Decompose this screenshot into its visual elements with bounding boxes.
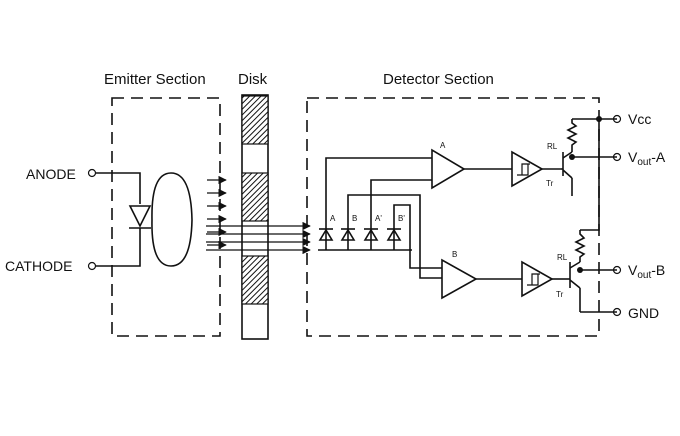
gnd-terminal [612,307,622,317]
vout-b-terminal [612,265,622,275]
amplifier-a-label: A [440,141,446,150]
resistor-rl-top: RL [547,119,578,152]
photodiode-b: B [340,214,357,250]
code-disk [241,94,269,340]
anode-label: ANODE [26,166,76,182]
vcc-terminal [612,114,622,124]
anode-wire [96,172,141,204]
transistor-top: Tr [546,151,573,196]
photodiode-a-prime: A' [363,214,382,250]
lens-icon [151,172,193,267]
photodiode-b-label: B [352,214,357,223]
amplifier-b-label: B [452,250,457,259]
detector-section-title: Detector Section [383,71,494,88]
vcc-vertical [580,119,600,231]
disk-title: Disk [238,71,268,88]
emitter-section-box [111,97,221,337]
photodiode-a-label: A [330,214,336,223]
photodiode-a-prime-label: A' [375,214,382,223]
cathode-label: CATHODE [5,258,72,274]
schmitt-buffer-b [521,260,554,298]
cathode-terminal [87,261,97,271]
photodiode-array: A B A' B' [318,214,412,251]
rl-top-label: RL [547,142,558,151]
cathode-wire [96,228,141,267]
transistor-bottom: Tr [556,261,581,312]
anode-terminal [87,168,97,178]
disk-opaque-segment-2 [241,172,269,222]
vout-a-node [569,154,575,160]
vout-b-label: Vout-B [628,262,665,281]
tr-top-label: Tr [546,179,554,188]
emitted-light-arrows [207,175,227,250]
photodiode-a: A [318,214,336,250]
disk-opaque-segment-3 [241,255,269,305]
vout-a-label: Vout-A [628,149,666,168]
vcc-label: Vcc [628,111,651,127]
emitter-section-title: Emitter Section [104,71,206,88]
transmitted-light-arrows [206,221,311,255]
tr-bottom-label: Tr [556,290,564,299]
vout-b-node [577,267,583,273]
gnd-label: GND [628,305,659,321]
led-diode-symbol [128,205,152,229]
diode-to-amp-wiring [325,157,442,279]
disk-opaque-segment-1 [241,95,269,145]
amplifier-a: A [431,141,466,190]
detector-section-box [306,97,600,337]
schmitt-buffer-a [511,150,544,188]
photodiode-b-prime: B' [386,214,405,250]
rl-bottom-label: RL [557,253,568,262]
photodiode-b-prime-label: B' [398,214,405,223]
vout-a-terminal [612,152,622,162]
amplifier-b: B [441,250,478,300]
resistor-rl-bottom: RL [557,230,586,262]
